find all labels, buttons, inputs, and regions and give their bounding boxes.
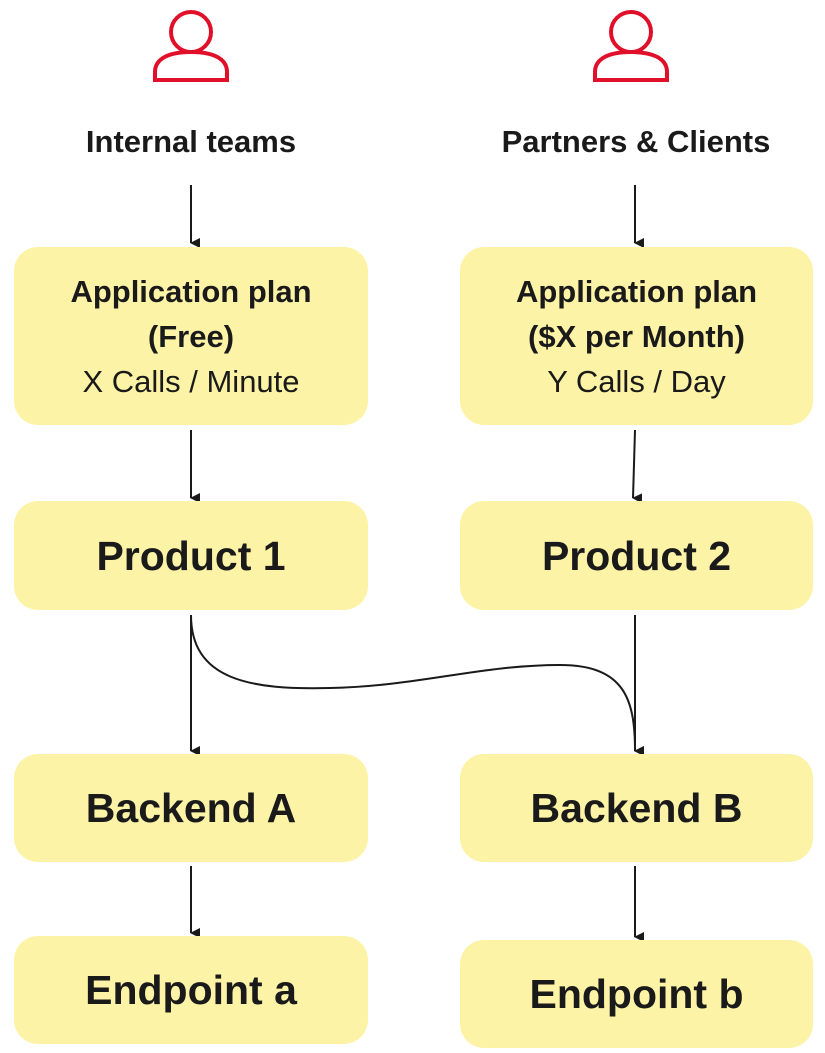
arrow-product-1-to-backend-b [190, 614, 645, 756]
plan-title: Application plan [515, 273, 758, 309]
endpoint-a-label: Endpoint a [85, 967, 297, 1013]
endpoint-b-box[interactable]: Endpoint b [460, 940, 813, 1048]
backend-b-box[interactable]: Backend B [460, 754, 813, 862]
person-icon [593, 10, 669, 82]
backend-b-label: Backend B [530, 785, 743, 831]
product-1-box[interactable]: Product 1 [14, 501, 368, 610]
person-icon [153, 10, 229, 82]
product-1-label: Product 1 [96, 532, 286, 579]
endpoint-b-label: Endpoint b [529, 971, 744, 1017]
product-2-label: Product 2 [541, 532, 732, 579]
product-2-box[interactable]: Product 2 [460, 501, 813, 610]
plan-price: ($X per Month) [528, 318, 745, 354]
actor-label-internal-teams: Internal teams [85, 124, 297, 159]
backend-a-label: Backend A [85, 785, 297, 831]
plan-title: Application plan [70, 273, 312, 309]
plan-price: (Free) [147, 318, 235, 354]
actor-label-partners-clients: Partners & Clients [501, 124, 771, 159]
plan-rate: Y Calls / Day [547, 363, 726, 399]
application-plan-paid-box[interactable]: Application plan ($X per Month) Y Calls … [460, 247, 813, 425]
backend-a-box[interactable]: Backend A [14, 754, 368, 862]
plan-rate: X Calls / Minute [82, 363, 300, 399]
application-plan-free-box[interactable]: Application plan (Free) X Calls / Minute [14, 247, 368, 425]
arrow-plan-to-product-2 [632, 429, 643, 504]
endpoint-a-box[interactable]: Endpoint a [14, 936, 368, 1044]
